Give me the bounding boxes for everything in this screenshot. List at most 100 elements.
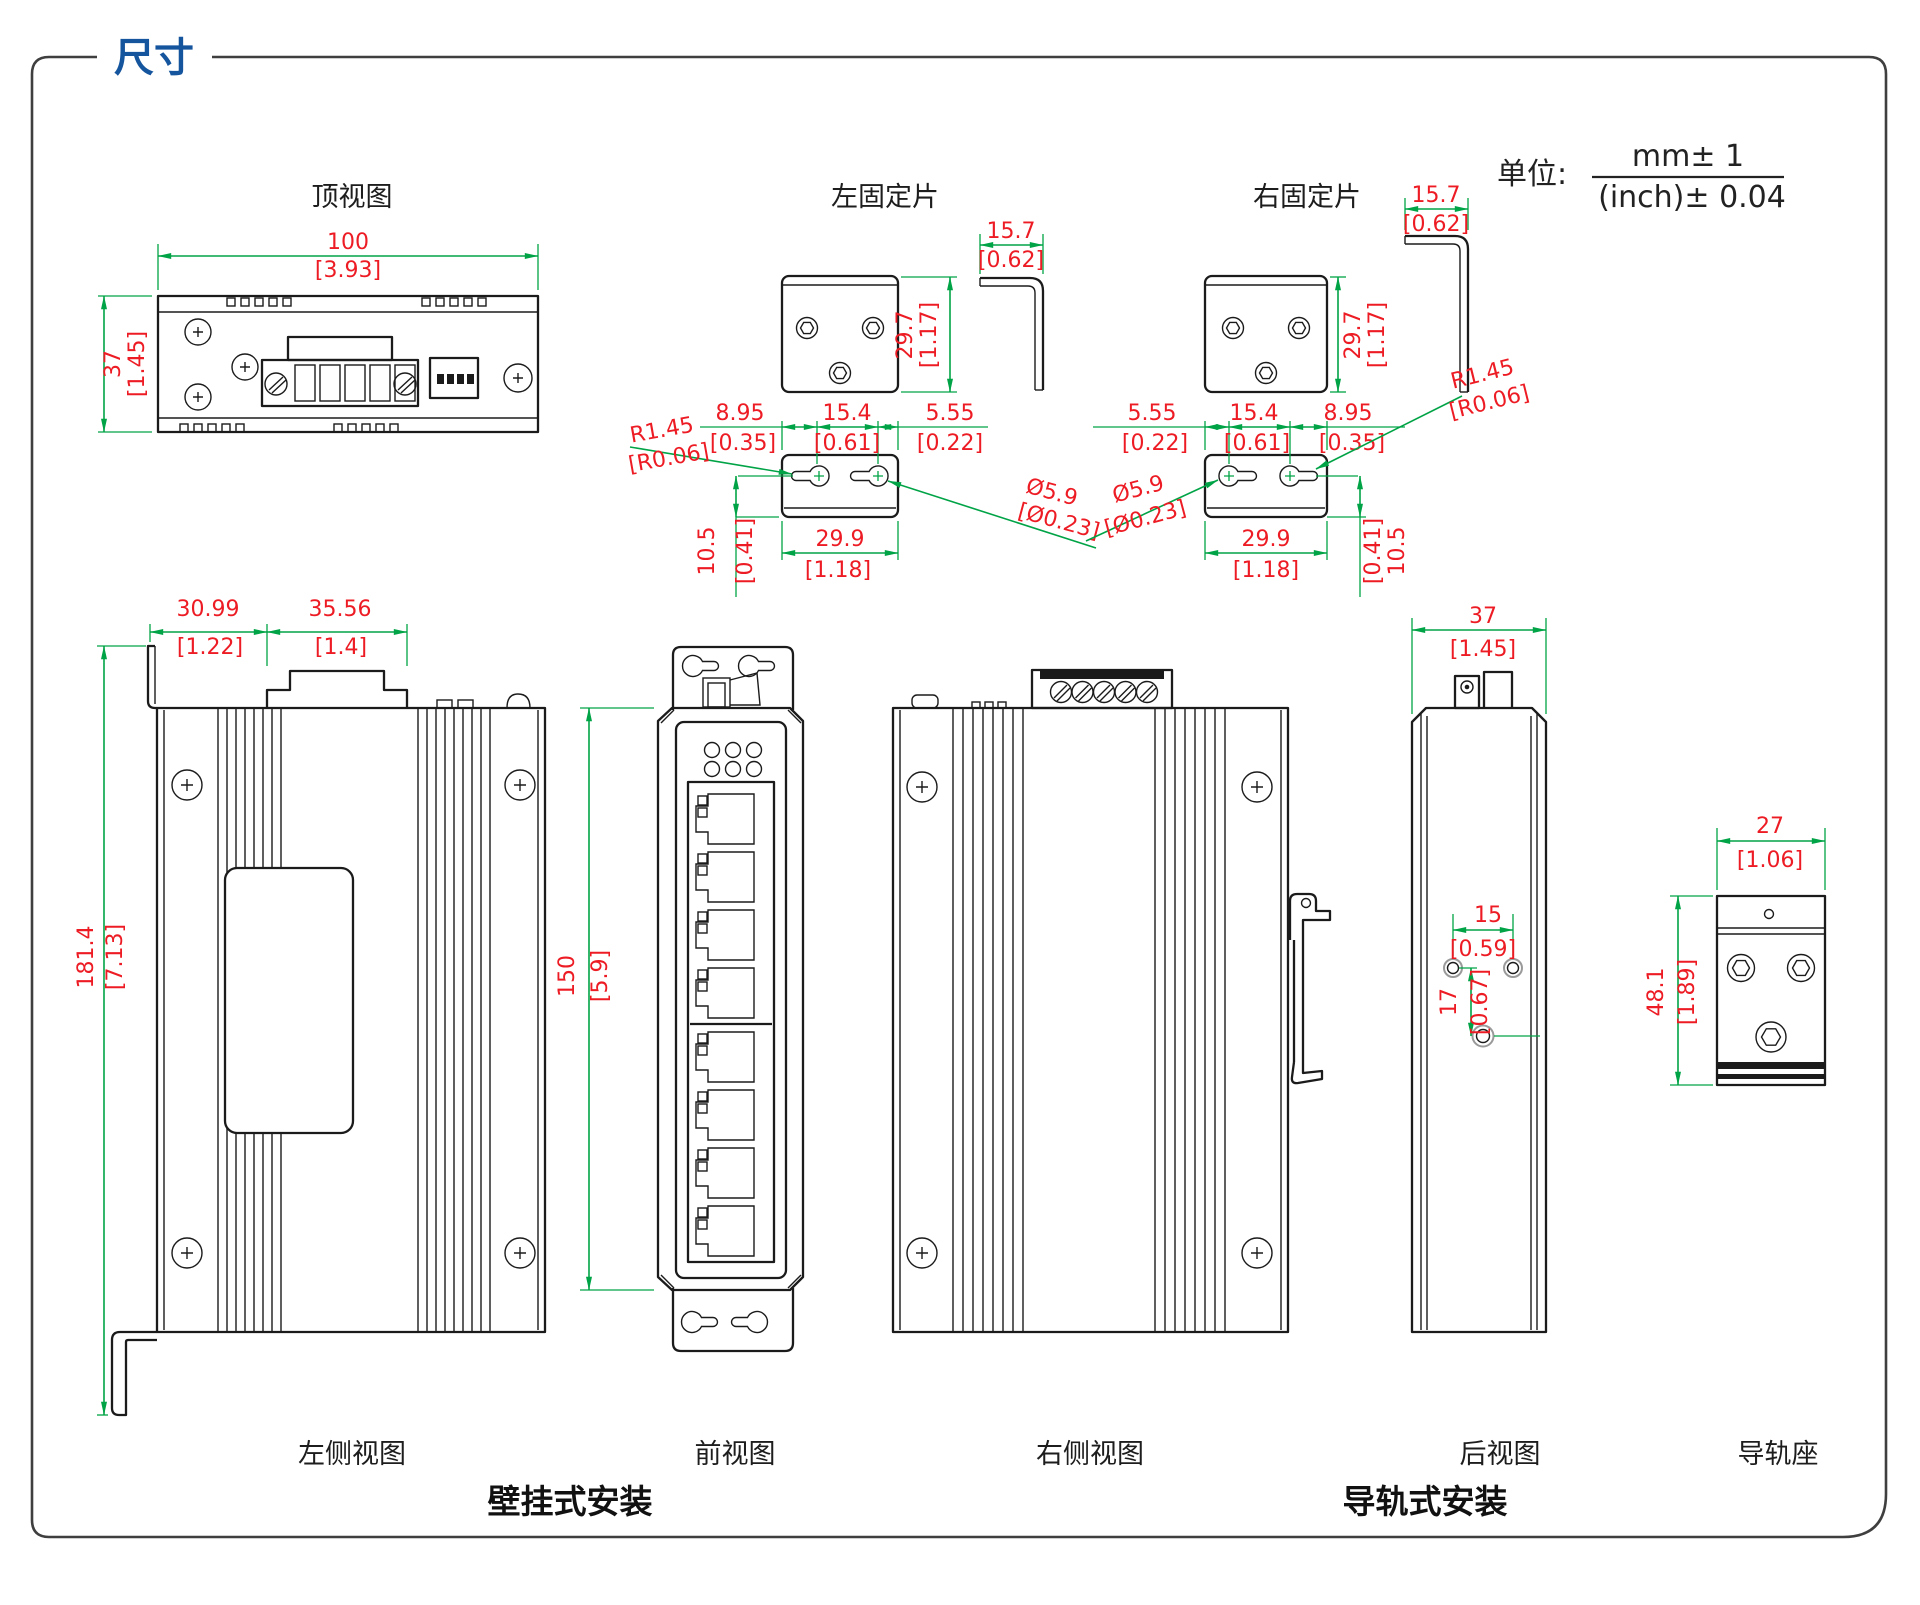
plate-side-profile <box>979 276 1045 391</box>
dim-text: 15.7 <box>987 219 1036 244</box>
rail-groove <box>1717 1062 1825 1069</box>
dim-text: 15 <box>1474 903 1502 928</box>
connector-hump <box>265 669 409 708</box>
dim-3099: 30.99 [1.22] 35.56 [1.4] <box>149 597 408 666</box>
dim-keyhole-chain: 8.95 [0.35] 15.4 [0.61] 5.55 [0.22] <box>700 401 988 464</box>
dim-text: 29.7 <box>1341 311 1366 360</box>
din-rail-seat-view: 27 [1.06] 48.1 [1.89] <box>1644 814 1827 1087</box>
dim-text: [0.62] <box>1403 212 1469 237</box>
terminal-block <box>260 335 420 408</box>
dim-rear-37: 37 [1.45] <box>1411 604 1547 714</box>
leader-diameter: Ø5.9 [Ø0.23] <box>1085 471 1219 542</box>
dim-text: 29.9 <box>816 527 865 552</box>
reset-button <box>911 694 939 709</box>
face-panel <box>674 720 788 1280</box>
dim-text: [1.18] <box>805 558 871 583</box>
dim-text: [1.17] <box>1365 302 1390 368</box>
unit-note: 单位: mm± 1 (inch)± 0.04 <box>1497 139 1786 215</box>
top-bracket <box>671 645 795 710</box>
dim-text: [0.59] <box>1450 937 1516 962</box>
bottom-bracket <box>671 1288 795 1353</box>
dim-text: [1.89] <box>1675 959 1700 1025</box>
left-side-view-label: 左侧视图 <box>298 1439 406 1470</box>
hex-holes <box>795 316 885 385</box>
rear-view-label: 后视图 <box>1460 1439 1541 1470</box>
rail-groove <box>1717 1074 1825 1079</box>
plate-face <box>780 274 900 394</box>
din-clip <box>1288 892 1332 1085</box>
hex-holes <box>1726 953 1816 1053</box>
rj45-port <box>695 793 755 845</box>
dim-text: 30.99 <box>177 597 240 622</box>
keyhole-slot <box>849 465 889 487</box>
body <box>1410 706 1548 1334</box>
rj45-port <box>695 967 755 1019</box>
dim-text: [0.41] <box>1361 518 1386 584</box>
top-connector <box>1453 670 1514 710</box>
dim-text: 27 <box>1756 814 1784 839</box>
dim-rear-17: 17 [0.67] <box>1437 967 1540 1037</box>
dim-text: 5.55 <box>926 401 975 426</box>
dim-text: [0.22] <box>917 431 983 456</box>
dim-text: [0.67] <box>1468 969 1493 1035</box>
wall-bracket-top <box>146 644 157 710</box>
label-plate <box>223 866 355 1135</box>
plate-bottom-view <box>1203 453 1329 519</box>
dim-text: 8.95 <box>716 401 765 426</box>
dim-text: 5.55 <box>1128 401 1177 426</box>
dip-switch <box>428 356 480 400</box>
keyhole-slot <box>730 1310 769 1334</box>
wall-mount-caption: 壁挂式安装 <box>488 1482 653 1521</box>
rj45-port <box>695 1205 755 1257</box>
left-plate-label: 左固定片 <box>831 182 939 213</box>
din-mount-caption: 导轨式安装 <box>1343 1482 1508 1521</box>
unit-prefix: 单位: <box>1497 157 1567 192</box>
rj45-port <box>695 851 755 903</box>
body <box>656 706 805 1292</box>
dim-plate-297: 29.7 [1.17] <box>1330 276 1390 393</box>
dim-text: [1.17] <box>917 302 942 368</box>
grounding-dome <box>506 693 531 709</box>
top-view-label: 顶视图 <box>312 182 393 213</box>
page-border <box>30 55 1888 1539</box>
dim-text: 10.5 <box>1385 527 1410 576</box>
rj45-port <box>695 909 755 961</box>
dim-text: [7.13] <box>103 924 128 990</box>
dim-299: 29.9 [1.18] <box>781 521 899 583</box>
dim-text: 37 <box>101 350 126 378</box>
right-fixing-plate-view: 右固定片 15.7 [0.62] 29.7 <box>1085 182 1532 597</box>
led-indicators <box>703 741 763 778</box>
dim-text: [1.06] <box>1737 848 1803 873</box>
dim-keyhole-chain: 5.55 [0.22] 15.4 [0.61] 8.95 [0.35] <box>1093 401 1405 464</box>
corner-screws <box>171 769 536 1269</box>
dim-text: 35.56 <box>309 597 372 622</box>
dim-text: 150 <box>555 955 580 997</box>
left-fixing-plate-view: 左固定片 15.7 [0.62] <box>627 182 1102 597</box>
phillips-screws <box>184 318 533 411</box>
dim-plate-157: 15.7 [0.62] <box>978 219 1044 274</box>
dim-text: 17 <box>1437 988 1462 1016</box>
dim-text: [0.61] <box>814 431 880 456</box>
dim-rail-27: 27 [1.06] <box>1716 814 1826 890</box>
hex-holes <box>1221 316 1311 385</box>
top-view-body <box>156 294 540 434</box>
dim-text: 48.1 <box>1644 968 1669 1017</box>
dim-text: 15.7 <box>1412 183 1461 208</box>
dim-text: 8.95 <box>1324 401 1373 426</box>
corner-screws <box>906 771 1273 1269</box>
dim-text: [1.18] <box>1233 558 1299 583</box>
dim-text: [1.45] <box>125 331 150 397</box>
right-side-view <box>891 668 1332 1334</box>
page-title: 尺寸 <box>114 35 194 81</box>
dim-text: [0.41] <box>733 518 758 584</box>
top-view: 顶视图 <box>98 182 540 434</box>
rj45-port <box>695 1147 755 1199</box>
dim-105: 10.5 [0.41] <box>695 475 793 597</box>
keyhole-slot <box>1218 465 1258 487</box>
unit-mm: mm± 1 <box>1632 139 1744 174</box>
terminal-block-top <box>1030 668 1174 710</box>
dim-text: [0.61] <box>1224 431 1290 456</box>
right-side-view-label: 右侧视图 <box>1036 1439 1144 1470</box>
